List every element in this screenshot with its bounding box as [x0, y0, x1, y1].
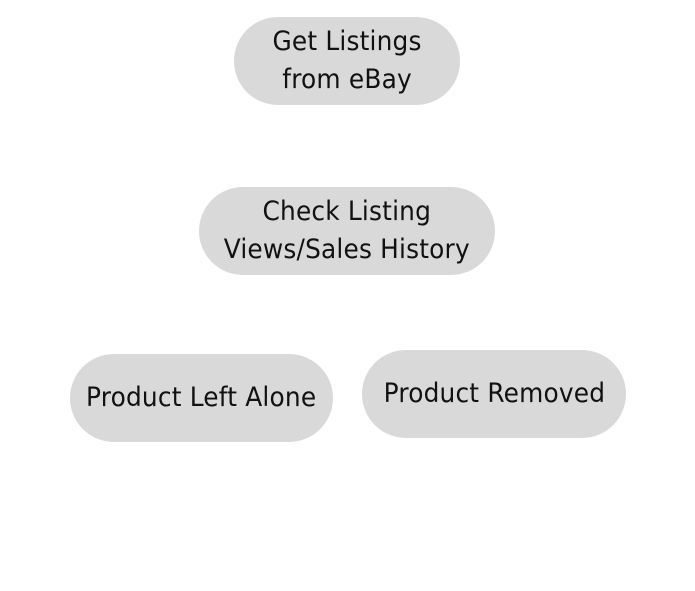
node-check-history: Check Listing Views/Sales History [199, 187, 495, 275]
node-label: Product Left Alone [86, 382, 317, 413]
node-label-line: from eBay [282, 64, 412, 95]
node-product-removed: Product Removed [362, 350, 626, 438]
node-product-left-alone: Product Left Alone [70, 354, 333, 442]
node-label-line: Check Listing [262, 196, 432, 227]
node-label-line: Views/Sales History [223, 234, 471, 265]
node-label: Product Removed [383, 378, 605, 409]
node-label: Check Listing Views/Sales History [224, 193, 470, 269]
node-get-listings: Get Listings from eBay [234, 17, 460, 105]
node-label: Get Listings from eBay [272, 23, 421, 99]
node-label-line: Get Listings [272, 26, 422, 57]
